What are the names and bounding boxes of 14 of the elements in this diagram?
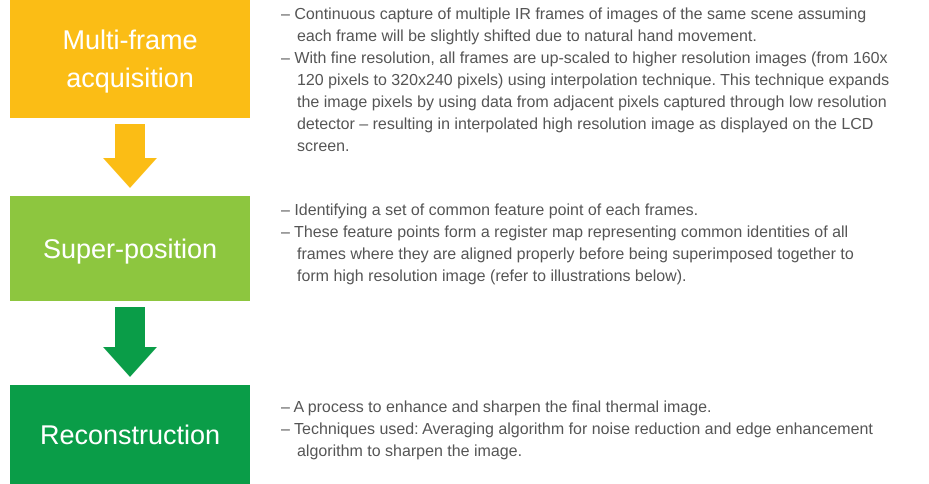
process-box [10, 385, 250, 484]
bullet-text: – With fine resolution, all frames are up-scaled to higher resolution images (from 160x 120 pixels to 320x240 pixels) using interpolation technique. This technique expands the image pixels by using data from adjacent pixels captured through low resolution detector – resulting in interpolated high resolution image as displayed on the LCD screen. [280, 49, 890, 157]
step-title: Multi-frame acquisition [61, 24, 198, 95]
step-title: Reconstruction [40, 418, 220, 452]
bullet-text: – A process to enhance and sharpen the final thermal image. [280, 398, 712, 418]
block-arrow [103, 124, 157, 188]
bullet-text: – Techniques used: Averaging algorithm for noise reduction and edge enhancement algorithm to sharpen the image. [280, 420, 874, 462]
process-box [10, 196, 250, 301]
bullet-text: – Identifying a set of common feature point of each frames. [280, 201, 700, 221]
bullet-text: – These feature points form a register map representing common identities of all frames where they are aligned properly before being superimposed together to form high resolution image (refer to illustrations below). [280, 223, 855, 287]
process-box [10, 0, 250, 118]
block-arrow [103, 307, 157, 377]
step-title: Super-position [42, 232, 218, 266]
bullet-text: – Continuous capture of multiple IR frames of images of the same scene assuming each frame will be slightly shifted due to natural hand movement. [280, 5, 868, 47]
